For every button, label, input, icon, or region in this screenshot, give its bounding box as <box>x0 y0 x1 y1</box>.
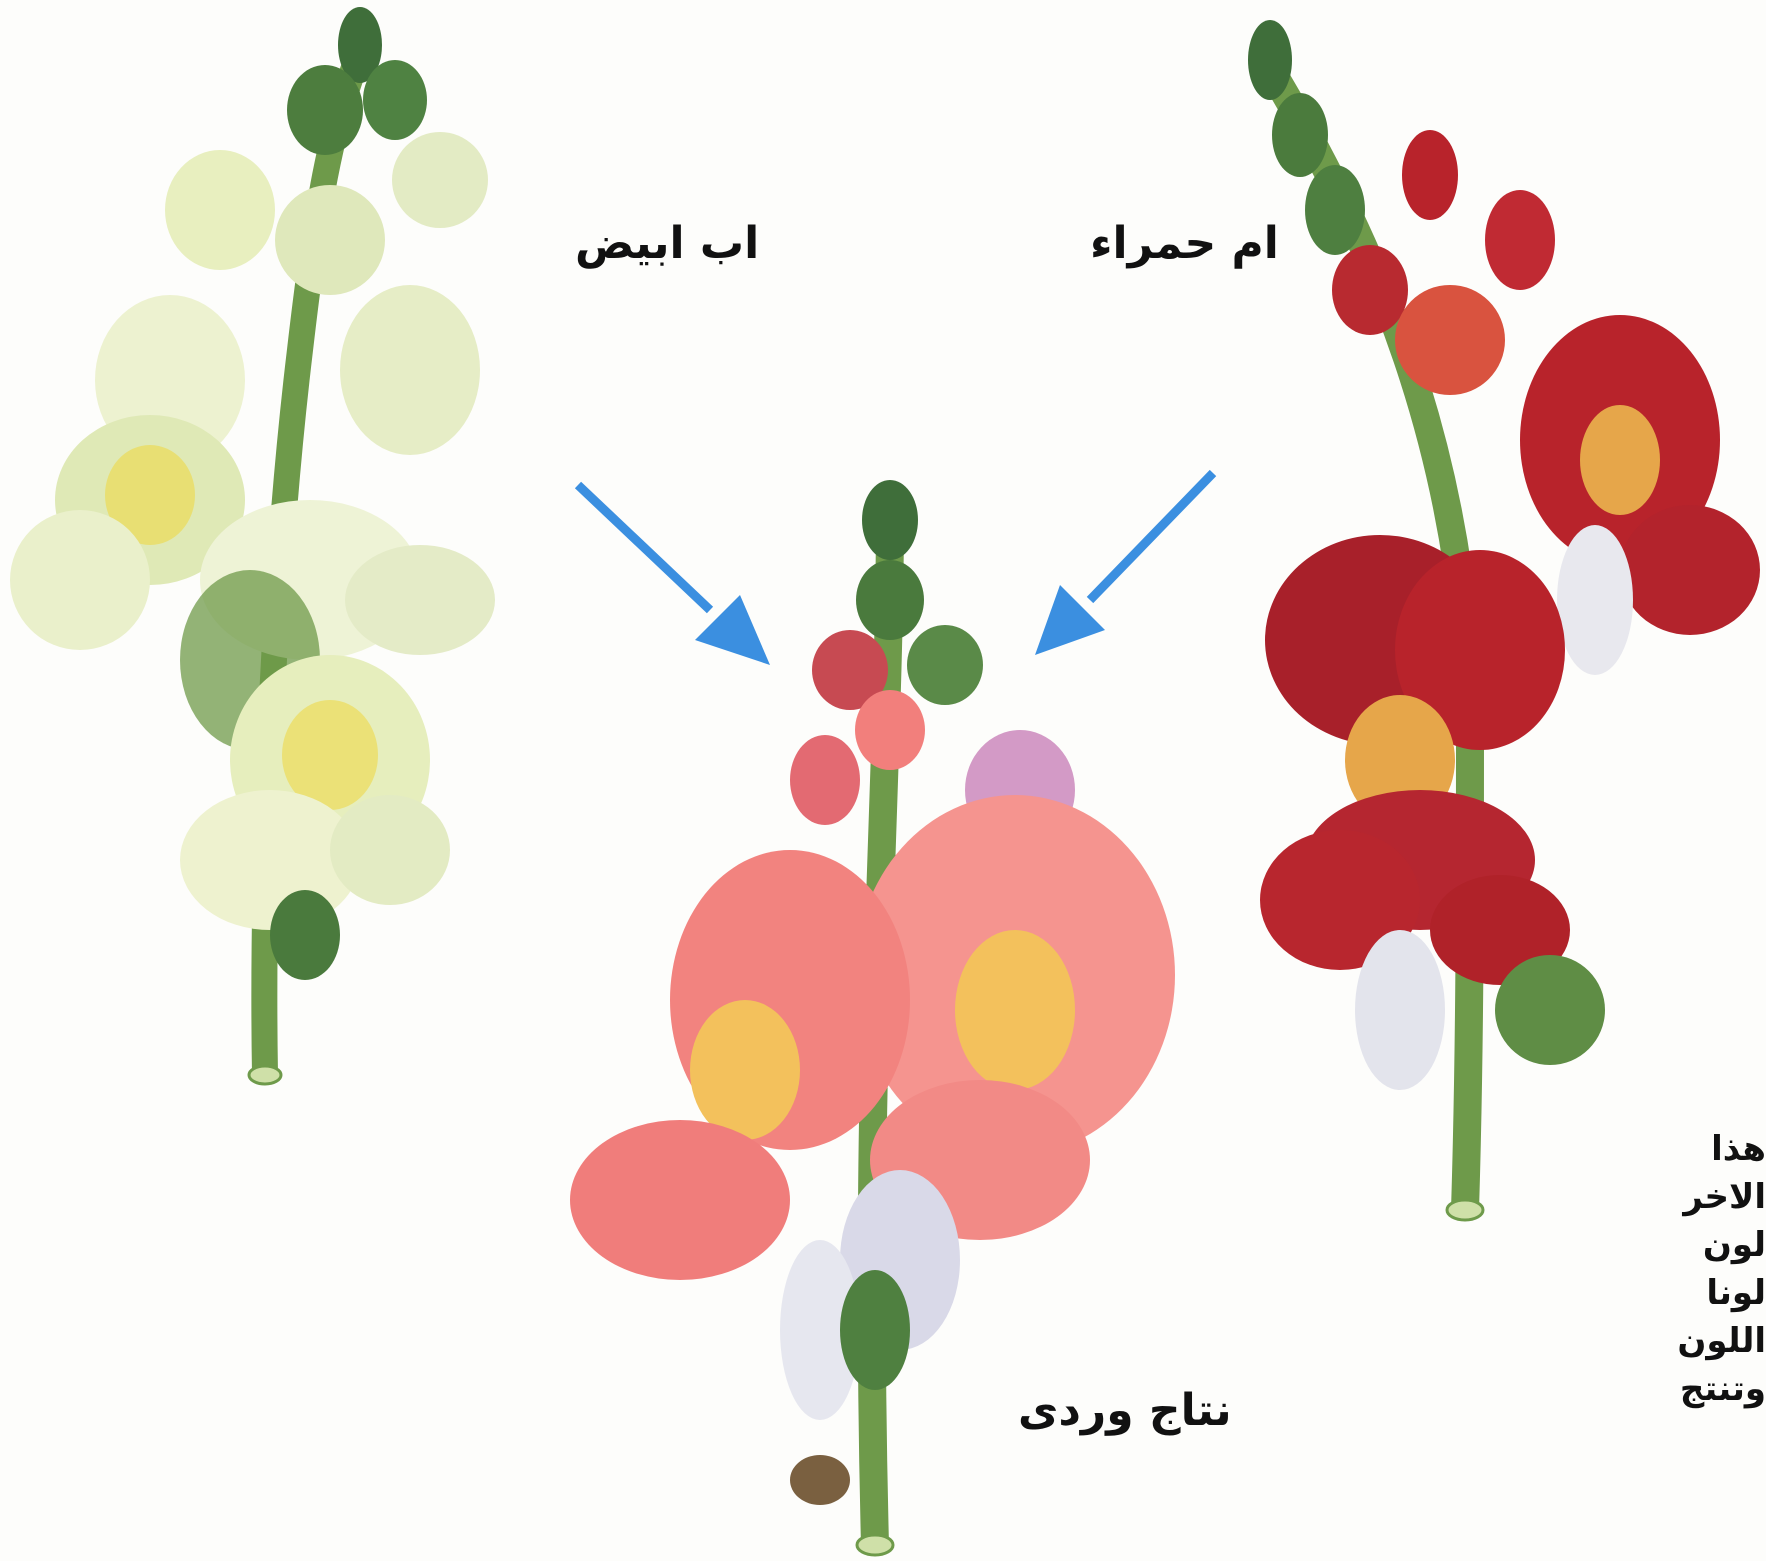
red-flower-illustration <box>1248 20 1760 1220</box>
caption-line: لونا <box>1606 1269 1766 1317</box>
caption-line: هذا <box>1606 1125 1766 1173</box>
white-flower-illustration <box>10 7 495 1084</box>
caption-line: الاخر <box>1606 1173 1766 1221</box>
father-label: اب ابيض <box>575 218 759 269</box>
arrow-from-father <box>578 485 770 665</box>
offspring-label: نتاج وردى <box>1018 1385 1232 1436</box>
side-caption: هذا الاخر لون لونا اللون وتنتج <box>1606 1125 1766 1413</box>
caption-line: وتنتج <box>1606 1365 1766 1413</box>
caption-line: اللون <box>1606 1317 1766 1365</box>
arrow-from-mother <box>1035 473 1213 655</box>
mother-label: ام حمراء <box>1090 218 1279 269</box>
caption-line: لون <box>1606 1221 1766 1269</box>
